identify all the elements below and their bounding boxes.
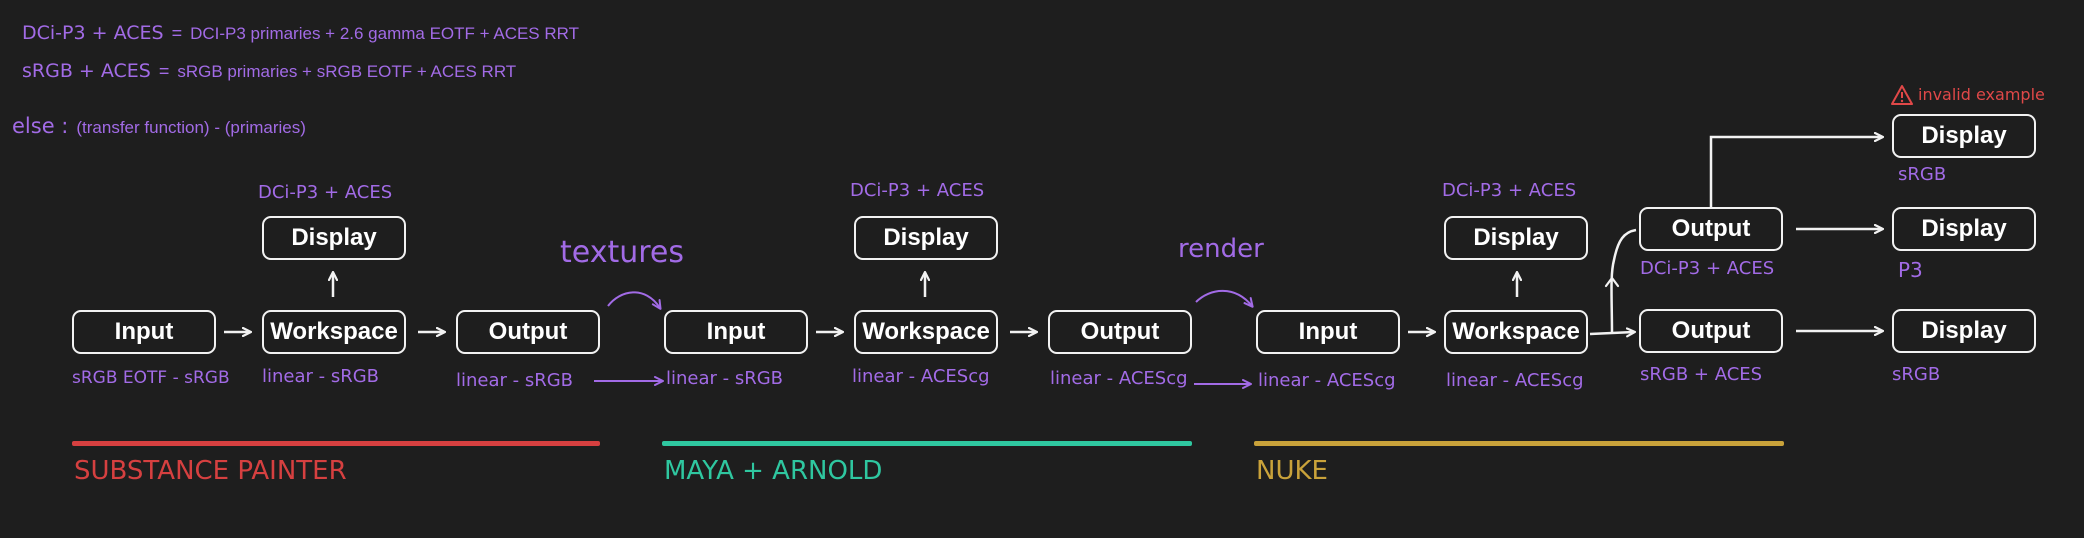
display-invalid-label: sRGB bbox=[1898, 164, 1947, 185]
nuke-display-label: DCi-P3 + ACES bbox=[1442, 180, 1577, 201]
group-bar-maya bbox=[662, 441, 1192, 446]
legend-srgb-value: sRGB primaries + sRGB EOTF + ACES RRT bbox=[177, 62, 517, 81]
invalid-example-note: invalid example bbox=[1890, 84, 2045, 106]
display-p3-node[interactable]: Display bbox=[1892, 207, 2036, 251]
nuke-output-bottom-node[interactable]: Output bbox=[1639, 309, 1783, 353]
display-p3-label: P3 bbox=[1898, 258, 1923, 282]
maya-output-node[interactable]: Output bbox=[1048, 310, 1192, 354]
legend-p3: DCi-P3 + ACES = DCI-P3 primaries + 2.6 g… bbox=[22, 22, 579, 44]
legend-else-value: (transfer function) - (primaries) bbox=[76, 118, 306, 137]
sp-workspace-label: linear - sRGB bbox=[262, 366, 380, 387]
sp-display-label: DCi-P3 + ACES bbox=[258, 182, 393, 203]
sp-workspace-node[interactable]: Workspace bbox=[262, 310, 406, 354]
nuke-output-bottom-label: sRGB + ACES bbox=[1640, 364, 1763, 385]
group-bar-substance bbox=[72, 441, 600, 446]
sp-input-node[interactable]: Input bbox=[72, 310, 216, 354]
maya-input-label: linear - sRGB bbox=[666, 368, 784, 389]
maya-workspace-node[interactable]: Workspace bbox=[854, 310, 998, 354]
nuke-input-label: linear - ACEScg bbox=[1258, 370, 1396, 391]
sp-display-node[interactable]: Display bbox=[262, 216, 406, 260]
display-invalid-node[interactable]: Display bbox=[1892, 114, 2036, 158]
sp-output-label: linear - sRGB bbox=[456, 370, 574, 391]
legend-p3-value: DCI-P3 primaries + 2.6 gamma EOTF + ACES… bbox=[190, 24, 580, 43]
arrow-output-top-display-invalid bbox=[1709, 137, 1882, 207]
legend-srgb: sRGB + ACES = sRGB primaries + sRGB EOTF… bbox=[22, 60, 516, 82]
group-name-nuke: NUKE bbox=[1256, 456, 1328, 486]
arrow-textures-handoff bbox=[607, 291, 662, 310]
sp-input-label: sRGB EOTF - sRGB bbox=[72, 368, 230, 388]
textures-label: textures bbox=[560, 235, 684, 270]
group-name-maya: MAYA + ARNOLD bbox=[664, 456, 883, 486]
display-srgb-label: sRGB bbox=[1892, 364, 1941, 385]
display-srgb-node[interactable]: Display bbox=[1892, 309, 2036, 353]
arrow-nuke-branch-tick bbox=[1604, 276, 1620, 288]
maya-workspace-label: linear - ACEScg bbox=[852, 366, 990, 387]
legend-srgb-key: sRGB + ACES bbox=[22, 60, 151, 82]
legend-else-key: else : bbox=[12, 114, 69, 138]
maya-input-node[interactable]: Input bbox=[664, 310, 808, 354]
group-bar-nuke bbox=[1254, 441, 1784, 446]
maya-display-node[interactable]: Display bbox=[854, 216, 998, 260]
arrow-render-handoff bbox=[1195, 289, 1254, 308]
warning-icon bbox=[1891, 85, 1913, 105]
nuke-output-top-node[interactable]: Output bbox=[1639, 207, 1783, 251]
nuke-input-node[interactable]: Input bbox=[1256, 310, 1400, 354]
legend-p3-key: DCi-P3 + ACES bbox=[22, 22, 164, 44]
legend-else: else : (transfer function) - (primaries) bbox=[12, 114, 306, 138]
render-label: render bbox=[1178, 234, 1264, 264]
legend-p3-equals: = bbox=[171, 23, 183, 43]
maya-display-label: DCi-P3 + ACES bbox=[850, 180, 985, 201]
nuke-workspace-node[interactable]: Workspace bbox=[1444, 310, 1588, 354]
group-name-substance: SUBSTANCE PAINTER bbox=[74, 456, 347, 486]
nuke-output-top-label: DCi-P3 + ACES bbox=[1640, 258, 1775, 279]
sp-output-node[interactable]: Output bbox=[456, 310, 600, 354]
invalid-example-text: invalid example bbox=[1918, 85, 2045, 104]
legend-srgb-equals: = bbox=[158, 61, 170, 81]
arrow-nuke-workspace-output-top bbox=[1610, 228, 1637, 335]
nuke-workspace-label: linear - ACEScg bbox=[1446, 370, 1584, 391]
nuke-display-node[interactable]: Display bbox=[1444, 216, 1588, 260]
maya-output-label: linear - ACEScg bbox=[1050, 368, 1188, 389]
